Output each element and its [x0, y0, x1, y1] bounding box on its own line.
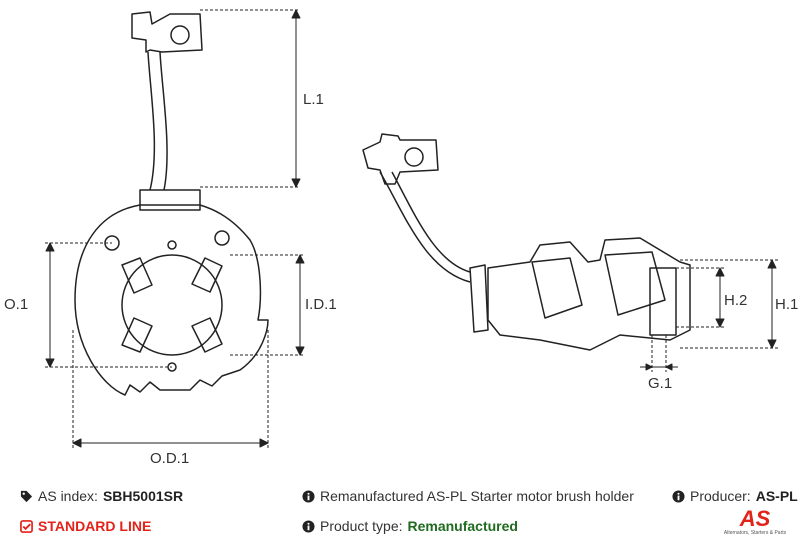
info-circle-icon [672, 489, 685, 503]
dim-label-l1: L.1 [303, 91, 324, 108]
dim-label-h1: H.1 [775, 296, 798, 313]
technical-drawing: L.1 O.1 I.D.1 O.D.1 H.1 H.2 G.1 [4, 9, 798, 467]
wire [379, 171, 471, 283]
crimp [469, 264, 489, 333]
brush-box [191, 317, 223, 353]
dim-label-h2: H.2 [724, 292, 747, 309]
brush-box [191, 257, 223, 293]
standard-line: STANDARD LINE [20, 518, 151, 534]
product-type-label: Product type: [320, 518, 403, 534]
terminal-hole [170, 25, 190, 45]
product-type-value: Remanufactured [407, 518, 518, 534]
brush [649, 267, 677, 336]
tags-icon [20, 490, 33, 502]
dim-label-o1: O.1 [4, 296, 28, 313]
description: Remanufactured AS-PL Starter motor brush… [302, 488, 634, 504]
dimension-lines [45, 9, 305, 450]
rivet [167, 240, 177, 250]
info-circle-icon [302, 519, 315, 533]
logo-tagline: Alternators, Starters & Parts [723, 530, 787, 536]
as-index: AS index: SBH5001SR [20, 488, 183, 504]
check-square-icon [20, 519, 33, 533]
description-text: Remanufactured AS-PL Starter motor brush… [320, 488, 634, 504]
wire [147, 51, 168, 191]
terminal-lug [131, 11, 203, 53]
side-view [362, 133, 778, 372]
brush-box [604, 251, 666, 316]
as-index-label: AS index: [38, 488, 98, 504]
housing [487, 237, 691, 351]
producer-label: Producer: [690, 488, 751, 504]
wire-crimp [139, 189, 201, 211]
dim-label-g1: G.1 [648, 375, 672, 392]
standard-line-label: STANDARD LINE [38, 518, 152, 534]
brush-plate [74, 204, 269, 396]
info-circle-icon [302, 489, 315, 503]
dimension-lines [640, 259, 778, 372]
producer: Producer: AS-PL [672, 488, 798, 504]
producer-value: AS-PL [755, 488, 798, 504]
product-type: Product type: Remanufactured [302, 518, 518, 534]
rivet [214, 230, 230, 246]
front-view [45, 9, 305, 450]
dim-label-id1: I.D.1 [305, 296, 337, 313]
logo-mark: AS [739, 506, 771, 531]
brush-box [531, 257, 583, 319]
as-index-value: SBH5001SR [102, 488, 184, 504]
terminal-hole [404, 147, 424, 167]
brush-box [121, 317, 153, 353]
terminal-lug [362, 133, 439, 185]
center-bore [121, 254, 223, 356]
dim-label-od1: O.D.1 [150, 450, 189, 467]
as-pl-logo: AS Alternators, Starters & Parts [712, 508, 798, 542]
brush-box [121, 257, 153, 294]
